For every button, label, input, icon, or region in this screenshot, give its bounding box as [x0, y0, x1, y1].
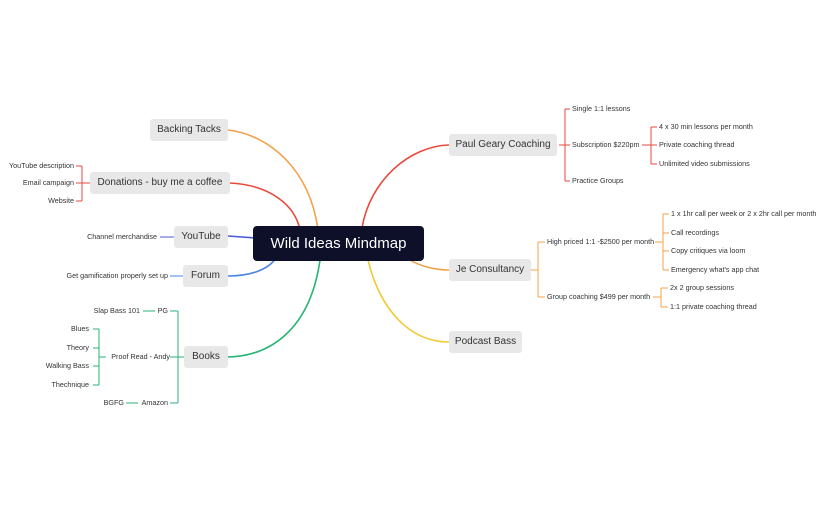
leaf-bgfg[interactable]: BGFG — [103, 398, 124, 407]
subnode-high-priced[interactable]: High priced 1:1 -$2500 per month — [547, 237, 655, 246]
leaf-call-recordings[interactable]: Call recordings — [671, 228, 719, 237]
node-books[interactable]: Books — [184, 346, 228, 368]
node-youtube[interactable]: YouTube — [174, 226, 228, 248]
leaf-1hr-call[interactable]: 1 x 1hr call per week or 2 x 2hr call pe… — [671, 209, 817, 218]
leaf-walking-bass[interactable]: Walking Bass — [45, 361, 89, 370]
leaf-theory[interactable]: Theory — [66, 343, 89, 352]
node-donations[interactable]: Donations - buy me a coffee — [90, 172, 230, 194]
leaf-channel-merchandise[interactable]: Channel merchandise — [87, 232, 157, 241]
leaf-private-thread[interactable]: Private coaching thread — [659, 140, 735, 149]
leaf-website[interactable]: Website — [48, 196, 74, 205]
node-je-consultancy[interactable]: Je Consultancy — [449, 259, 531, 281]
leaf-single-lessons[interactable]: Single 1:1 lessons — [572, 104, 631, 113]
subnode-group-coaching[interactable]: Group coaching $499 per month — [547, 292, 651, 301]
leaf-youtube-description[interactable]: YouTube description — [9, 161, 74, 170]
node-backing-tracks[interactable]: Backing Tacks — [150, 119, 228, 141]
node-forum[interactable]: Forum — [183, 265, 228, 287]
leaf-group-sessions[interactable]: 2x 2 group sessions — [670, 283, 734, 292]
leaf-practice-groups[interactable]: Practice Groups — [572, 176, 624, 185]
leaf-technique[interactable]: Thechnique — [51, 380, 89, 389]
node-podcast-bass[interactable]: Podcast Bass — [449, 331, 522, 353]
leaf-emergency-chat[interactable]: Emergency what's app chat — [671, 265, 760, 274]
subnode-pg[interactable]: PG — [157, 306, 168, 315]
leaf-copy-critiques[interactable]: Copy critiques via loom — [671, 246, 746, 255]
leaf-unlimited-video[interactable]: Unlimited video submissions — [659, 159, 750, 168]
subnode-amazon[interactable]: Amazon — [141, 398, 168, 407]
leaf-gamification[interactable]: Get gamification properly set up — [66, 271, 168, 280]
subnode-subscription[interactable]: Subscription $220pm — [572, 140, 640, 149]
leaf-email-campaign[interactable]: Email campaign — [22, 178, 74, 187]
leaf-slap-bass[interactable]: Slap Bass 101 — [93, 306, 140, 315]
leaf-30min-lessons[interactable]: 4 x 30 min lessons per month — [659, 122, 753, 131]
leaf-private-coaching-thread[interactable]: 1:1 private coaching thread — [670, 302, 757, 311]
root-node[interactable]: Wild Ideas Mindmap — [253, 226, 424, 261]
leaf-blues[interactable]: Blues — [71, 324, 89, 333]
subnode-proof-read[interactable]: Proof Read - Andy — [111, 352, 170, 361]
node-paul-geary-coaching[interactable]: Paul Geary Coaching — [449, 134, 557, 156]
